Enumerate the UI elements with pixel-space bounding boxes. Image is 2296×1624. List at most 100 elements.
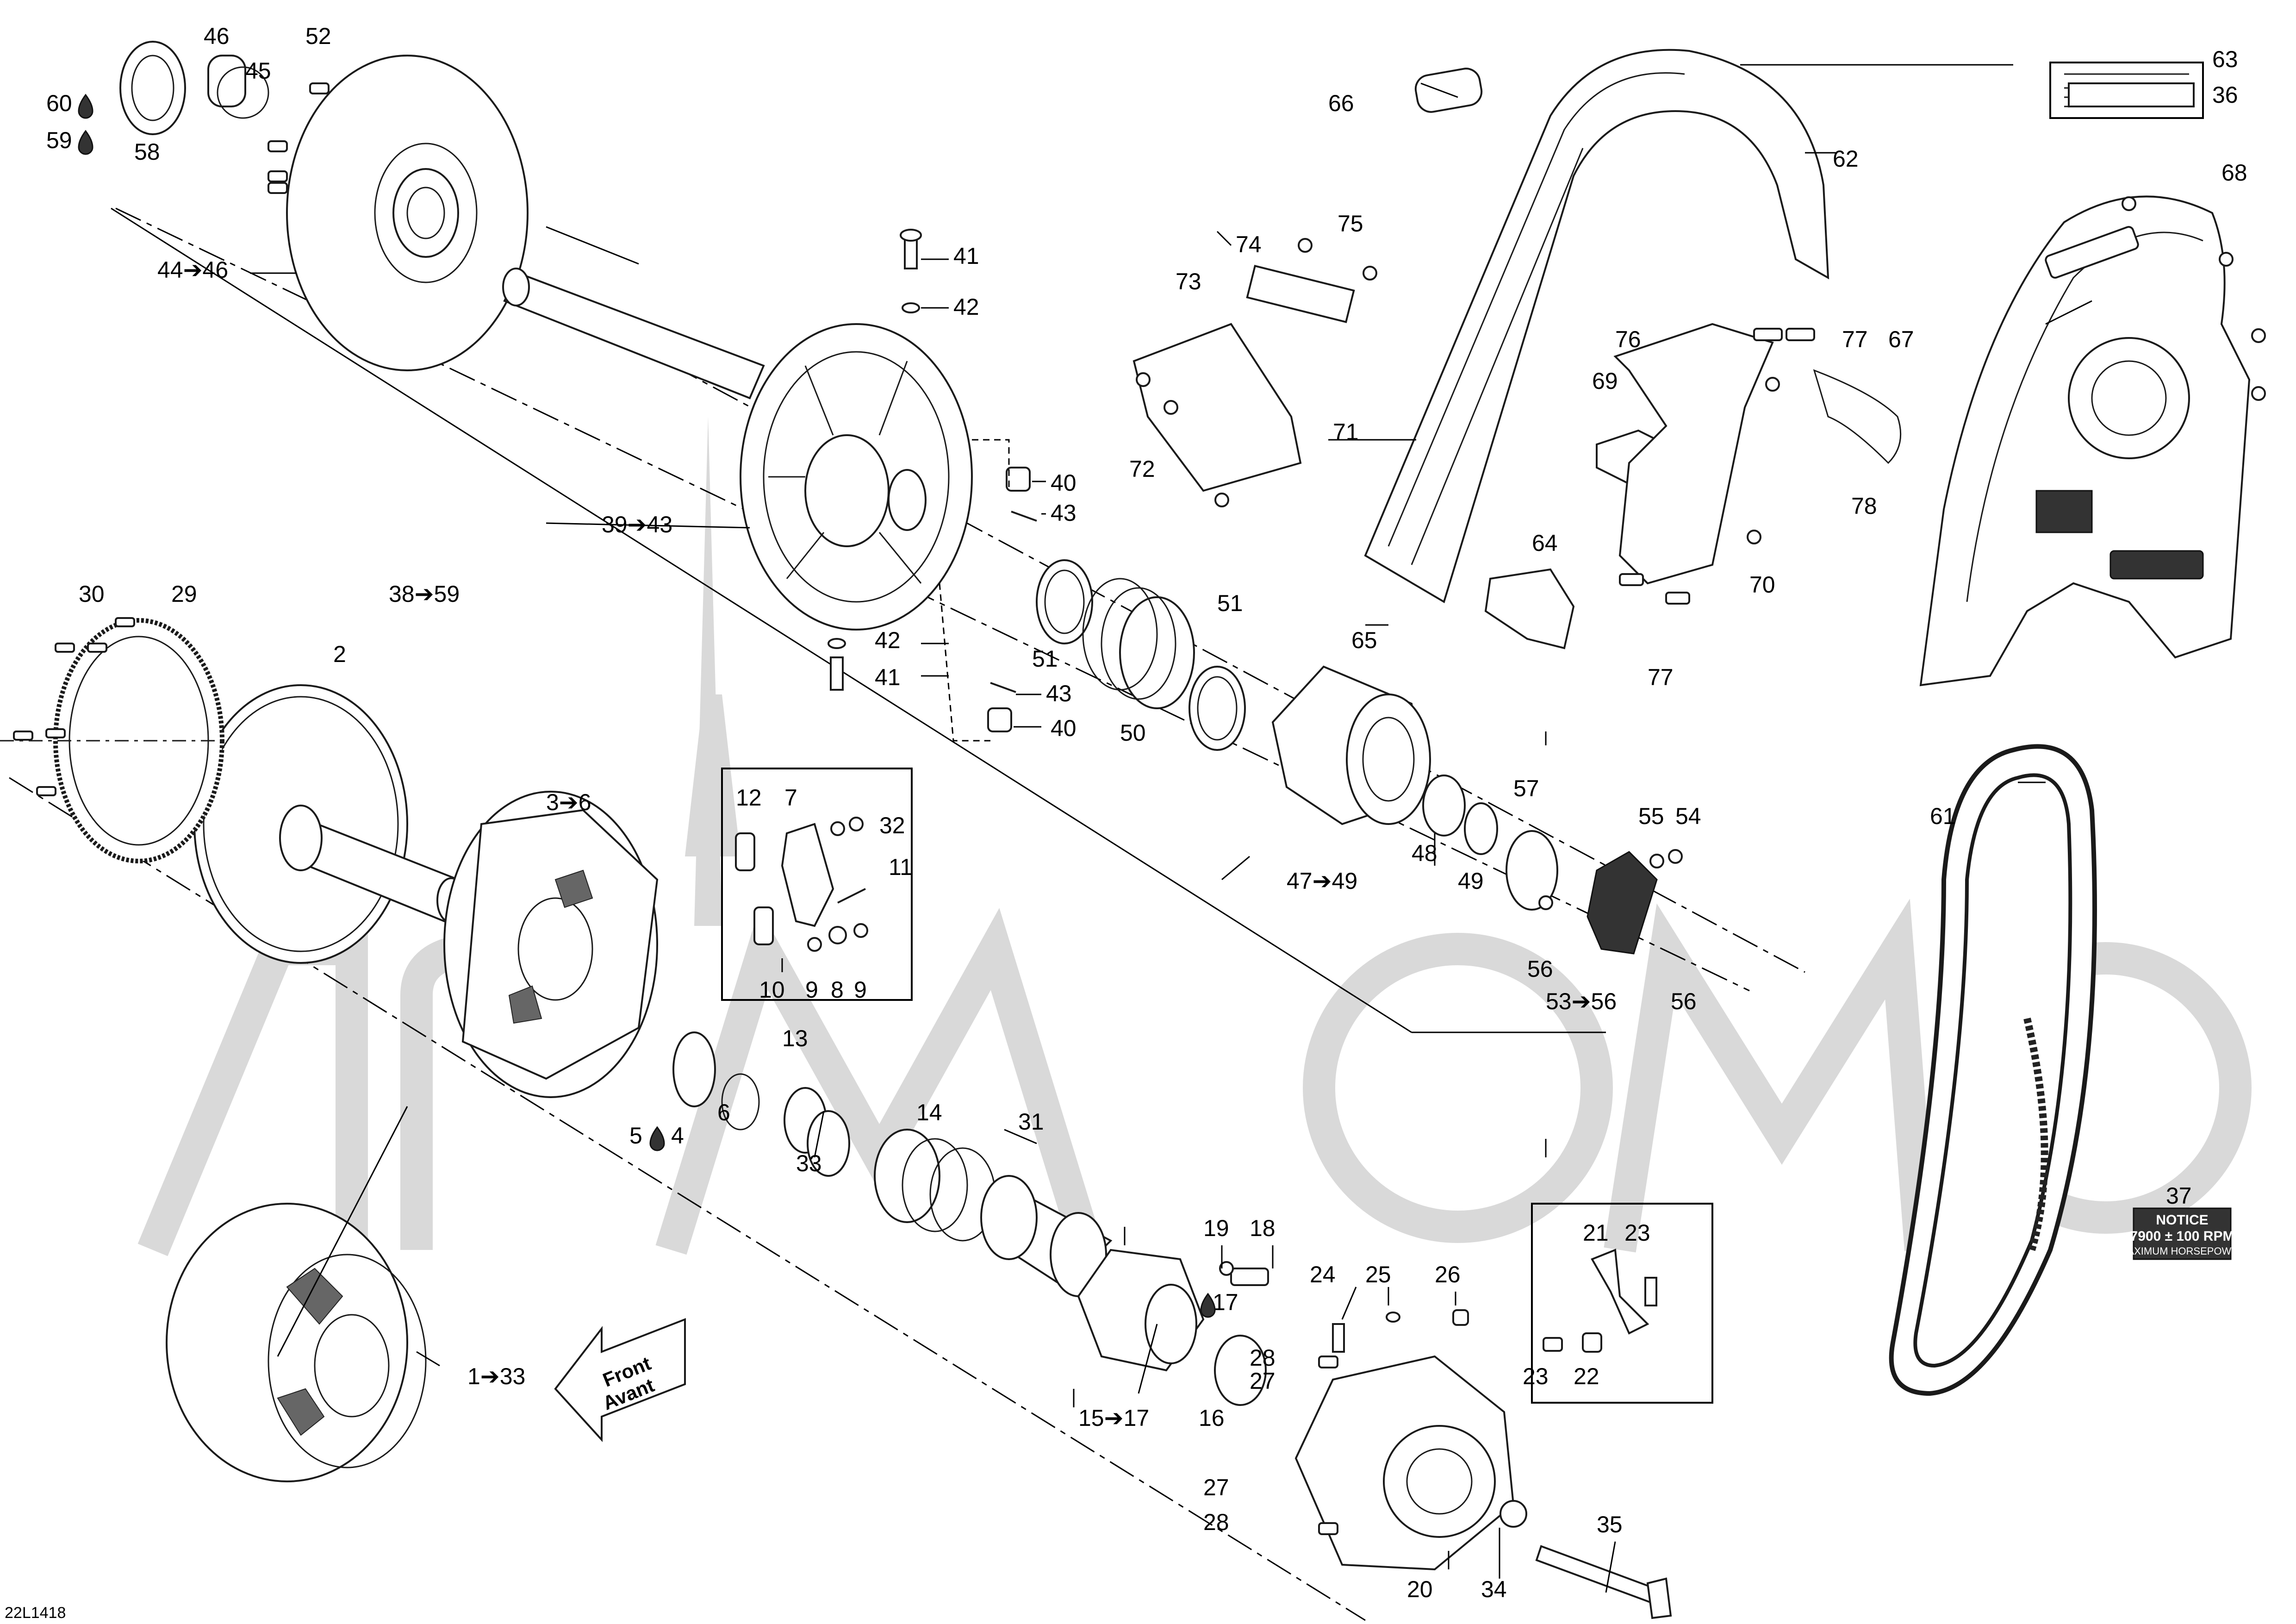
label-53-56: 53➔56 [1546,988,1617,1014]
label-16: 16 [1199,1405,1225,1431]
label-32: 32 [879,812,905,838]
drive-pulley-assembly [166,1203,427,1482]
ring-gear-bolts [13,617,135,796]
label-45: 45 [245,58,271,84]
label-18: 18 [1250,1215,1276,1241]
label-36: 36 [2212,82,2238,108]
label-44-46: 44➔46 [157,257,228,283]
label-11: 11 [889,854,913,880]
label-1-33: 1➔33 [467,1363,525,1389]
label-20: 20 [1407,1576,1433,1602]
label-28a: 28 [1250,1345,1276,1371]
label-69: 69 [1592,368,1618,394]
label-30: 30 [79,581,105,607]
guard-plate [1596,323,1902,605]
label-75: 75 [1338,211,1363,237]
label-38-59: 38➔59 [389,581,460,607]
label-74: 74 [1236,231,1262,257]
label-58: 58 [134,139,160,165]
drive-sliding-sheave [443,791,659,1098]
notice-rpm: 7900 ± 100 RPM [2130,1229,2234,1244]
label-63: 63 [2212,46,2238,72]
label-67: 67 [1888,326,1914,352]
label-13: 13 [782,1025,808,1051]
label-60: 60 [46,90,72,116]
label-77b: 77 [1648,664,1674,690]
label-8: 8 [831,977,844,1003]
label-43a: 43 [1051,500,1076,526]
label-14: 14 [916,1099,942,1125]
leader-lines [250,64,2092,1593]
label-15-17: 15➔17 [1078,1405,1149,1431]
drive-belt [1889,744,2097,1396]
notice-title: NOTICE [2156,1212,2208,1228]
label-47-49: 47➔49 [1287,868,1357,894]
label-7: 7 [784,785,797,811]
driven-hardware [119,41,1037,742]
label-3-6: 3➔6 [546,789,591,815]
label-72: 72 [1129,456,1155,482]
label-49: 49 [1458,868,1484,894]
cup-hardware-inset [1531,1203,1713,1404]
belt-guard-cover [1919,195,2251,687]
governor-cup [1294,1309,1672,1619]
label-9b: 9 [854,977,867,1003]
drive-spring-stack [672,1031,1113,1297]
label-64: 64 [1532,530,1558,556]
warning-decals [2049,62,2204,119]
label-62: 62 [1833,146,1859,172]
weights-detail-inset [721,768,913,1001]
driven-shaft [502,268,765,400]
label-61: 61 [1930,803,1956,829]
label-70: 70 [1749,572,1775,598]
label-29: 29 [171,581,197,607]
label-68: 68 [2221,160,2247,186]
label-51b: 51 [1217,590,1243,616]
label-37: 37 [2166,1183,2192,1209]
label-56b: 56 [1671,988,1697,1014]
label-26: 26 [1435,1262,1461,1287]
ring-gear [0,618,224,863]
front-direction-arrow: Front Avant [554,1318,686,1443]
label-56a: 56 [1527,956,1553,982]
belt-guard-clips [1132,238,1377,507]
spider-assembly [1077,1249,1269,1406]
label-28b: 28 [1203,1509,1229,1535]
label-24: 24 [1310,1262,1336,1287]
label-41a: 41 [953,243,979,269]
label-19: 19 [1203,1215,1229,1241]
label-33: 33 [796,1150,822,1176]
diagram-code: 22L1418 [5,1604,66,1622]
label-6: 6 [717,1099,730,1125]
label-78: 78 [1851,493,1877,519]
label-71: 71 [1333,419,1359,445]
label-22: 22 [1574,1363,1599,1389]
label-66: 66 [1328,90,1354,116]
label-35: 35 [1597,1512,1623,1537]
label-31: 31 [1018,1109,1044,1135]
label-39-43: 39➔43 [602,512,672,537]
label-23b: 23 [1523,1363,1549,1389]
oil-drop-icon [78,94,93,119]
label-50: 50 [1120,720,1146,746]
label-27a: 27 [1250,1368,1276,1394]
label-34: 34 [1481,1576,1507,1602]
driven-fixed-sheave [286,55,529,371]
label-4: 4 [671,1123,684,1149]
label-2: 2 [333,641,346,667]
label-25: 25 [1365,1262,1391,1287]
label-5: 5 [629,1123,642,1149]
label-27b: 27 [1203,1474,1229,1500]
label-12: 12 [736,785,762,811]
label-21: 21 [1583,1220,1609,1246]
label-10: 10 [759,977,785,1003]
label-73: 73 [1176,269,1201,294]
label-43b: 43 [1046,681,1072,706]
label-40a: 40 [1051,470,1076,496]
driven-spring-and-cam [1036,559,1683,955]
label-59: 59 [46,127,72,153]
label-41b: 41 [875,664,901,690]
label-48: 48 [1412,840,1437,866]
label-57: 57 [1513,775,1539,801]
